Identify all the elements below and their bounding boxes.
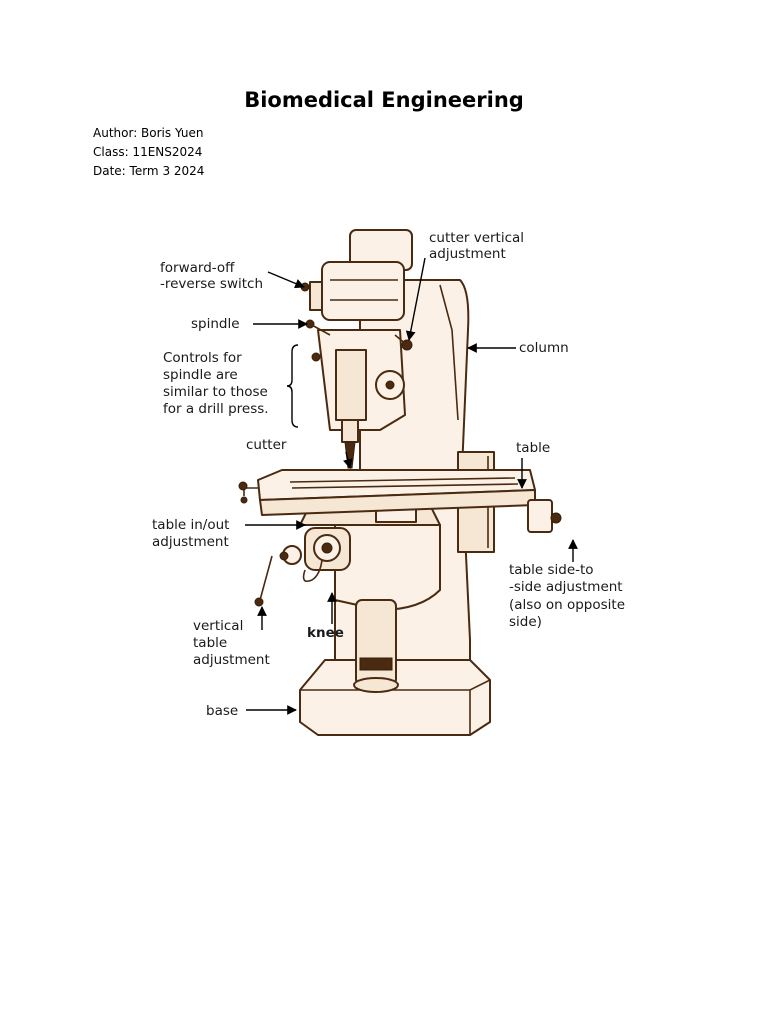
label-side-3: (also on opposite xyxy=(509,597,625,613)
diagram-labels: forward-off -reverse switch spindle Cont… xyxy=(152,230,625,719)
label-controls-2: spindle are xyxy=(163,367,238,383)
label-table-inout: table in/out xyxy=(152,517,229,533)
author-line: Author: Boris Yuen xyxy=(93,126,204,140)
label-vertical-table: table xyxy=(193,635,227,651)
label-table-inout-adjustment: adjustment xyxy=(152,534,229,550)
label-knee: knee xyxy=(307,625,344,641)
label-side-4: side) xyxy=(509,614,542,630)
machine-illustration xyxy=(238,229,562,736)
label-cutter: cutter xyxy=(246,437,287,453)
label-cutter-vertical: cutter vertical xyxy=(429,230,524,246)
label-base: base xyxy=(206,703,238,719)
label-controls-3: similar to those xyxy=(163,384,268,400)
label-reverse-switch: -reverse switch xyxy=(160,276,263,292)
label-forward-off: forward-off xyxy=(160,260,235,276)
date-line: Date: Term 3 2024 xyxy=(93,164,205,178)
label-vertical: vertical xyxy=(193,618,243,634)
label-table: table xyxy=(516,440,550,456)
leader-arrows xyxy=(245,257,578,715)
class-line: Class: 11ENS2024 xyxy=(93,145,203,159)
label-column: column xyxy=(519,340,569,356)
label-side-1: table side-to xyxy=(509,562,594,578)
label-controls-1: Controls for xyxy=(163,350,242,366)
label-spindle: spindle xyxy=(191,316,240,332)
label-controls-4: for a drill press. xyxy=(163,401,269,417)
page-title: Biomedical Engineering xyxy=(244,88,524,112)
label-side-2: -side adjustment xyxy=(509,579,623,595)
label-cutter-vertical-adjustment: adjustment xyxy=(429,246,506,262)
label-vertical-adjustment: adjustment xyxy=(193,652,270,668)
